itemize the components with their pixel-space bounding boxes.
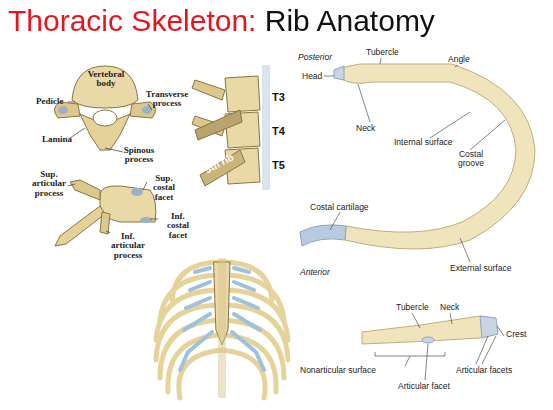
part-label: Costal groove (456, 150, 486, 168)
part-label: Angle (448, 55, 470, 64)
part-label: Lamina (42, 135, 72, 144)
part-label: Inf. articular process (106, 232, 150, 260)
part-label: Neck (440, 303, 459, 312)
part-label: Spinous process (118, 146, 160, 165)
part-label: Articular facets (456, 366, 512, 375)
part-label: External surface (450, 264, 511, 273)
part-label: Crest (506, 330, 526, 339)
part-label: Anterior (300, 268, 330, 277)
part-label: Inf. costal facet (160, 212, 196, 240)
vertebral-column (192, 65, 270, 190)
part-label: Tubercle (396, 303, 429, 312)
rib-superior-view (300, 58, 535, 262)
rib-cage (156, 258, 288, 398)
vertebra-number: T5 (272, 160, 285, 172)
title: Thoracic Skeleton: Rib Anatomy (8, 4, 435, 37)
vertebra-number: T4 (272, 126, 285, 138)
part-label: Nonarticular surface (300, 366, 376, 375)
part-label: Vertebral body (84, 70, 128, 89)
part-label: Head (302, 72, 322, 81)
part-label: Internal surface (394, 138, 453, 147)
part-label: Sup. costal facet (146, 174, 182, 202)
part-label: Transverse process (142, 90, 192, 109)
part-label: Posterior (298, 53, 332, 62)
part-label: Tubercle (366, 48, 399, 57)
part-label: Sup. articular process (26, 170, 72, 198)
part-label: Neck (356, 124, 375, 133)
part-label: Pedicle (36, 97, 64, 106)
part-label: Costal cartilage (310, 203, 369, 212)
vertebra-number: T3 (272, 92, 285, 104)
vertebra-side (55, 180, 158, 246)
part-label: Articular facet (398, 382, 450, 391)
